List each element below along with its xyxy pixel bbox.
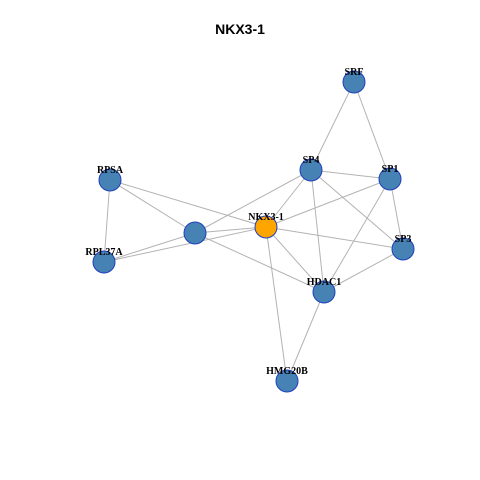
node-label-hmg20b: HMG20B: [266, 366, 308, 377]
node-label-sp3: SP3: [395, 234, 412, 245]
edge-rpl37a-unlabeled: [103, 232, 196, 263]
edge-rpsa-rpl37a: [103, 179, 111, 263]
edge-sp4-hdac1: [310, 169, 325, 293]
node-label-sp4: SP4: [303, 155, 320, 166]
edge-sp4-nkx3-1: [265, 169, 312, 228]
edge-nkx3-1-hmg20b: [265, 226, 288, 382]
node-label-rpl37a: RPL37A: [85, 247, 123, 258]
node-rpl37a[interactable]: [92, 250, 116, 274]
edge-sp3-hdac1: [323, 248, 404, 293]
edge-rpl37a-nkx3-1: [103, 226, 267, 263]
edge-hdac1-hmg20b: [286, 291, 325, 382]
node-sp1[interactable]: [378, 167, 402, 191]
edge-sp1-sp3: [389, 178, 404, 250]
edge-srf-sp1: [353, 81, 391, 180]
edge-sp1-hdac1: [323, 178, 391, 293]
node-rpsa[interactable]: [98, 168, 122, 192]
edge-rpsa-unlabeled: [109, 179, 196, 234]
node-label-srf: SRF: [345, 67, 364, 78]
node-sp4[interactable]: [299, 158, 323, 182]
node-srf[interactable]: [342, 70, 366, 94]
node-unlabeled[interactable]: [183, 221, 207, 245]
edge-nkx3-1-sp3: [265, 226, 404, 250]
edge-rpsa-nkx3-1: [109, 179, 267, 228]
edge-unlabeled-nkx3-1: [194, 226, 267, 234]
graph-title: NKX3-1: [215, 21, 265, 37]
edges-layer: [103, 81, 404, 382]
edge-sp4-sp1: [310, 169, 391, 180]
edge-sp1-nkx3-1: [265, 178, 391, 228]
node-label-nkx3-1: NKX3-1: [248, 212, 284, 223]
node-label-hdac1: HDAC1: [307, 277, 341, 288]
node-hmg20b[interactable]: [275, 369, 299, 393]
node-label-rpsa: RPSA: [97, 165, 124, 176]
node-sp3[interactable]: [391, 237, 415, 261]
edge-sp4-sp3: [310, 169, 404, 250]
node-nkx3-1[interactable]: [254, 215, 278, 239]
node-hdac1[interactable]: [312, 280, 336, 304]
node-label-sp1: SP1: [382, 164, 399, 175]
edge-srf-sp4: [310, 81, 355, 171]
edge-sp4-unlabeled: [194, 169, 312, 234]
nodes-layer: [92, 70, 415, 393]
edge-nkx3-1-hdac1: [265, 226, 325, 293]
edge-unlabeled-hdac1: [194, 232, 325, 293]
